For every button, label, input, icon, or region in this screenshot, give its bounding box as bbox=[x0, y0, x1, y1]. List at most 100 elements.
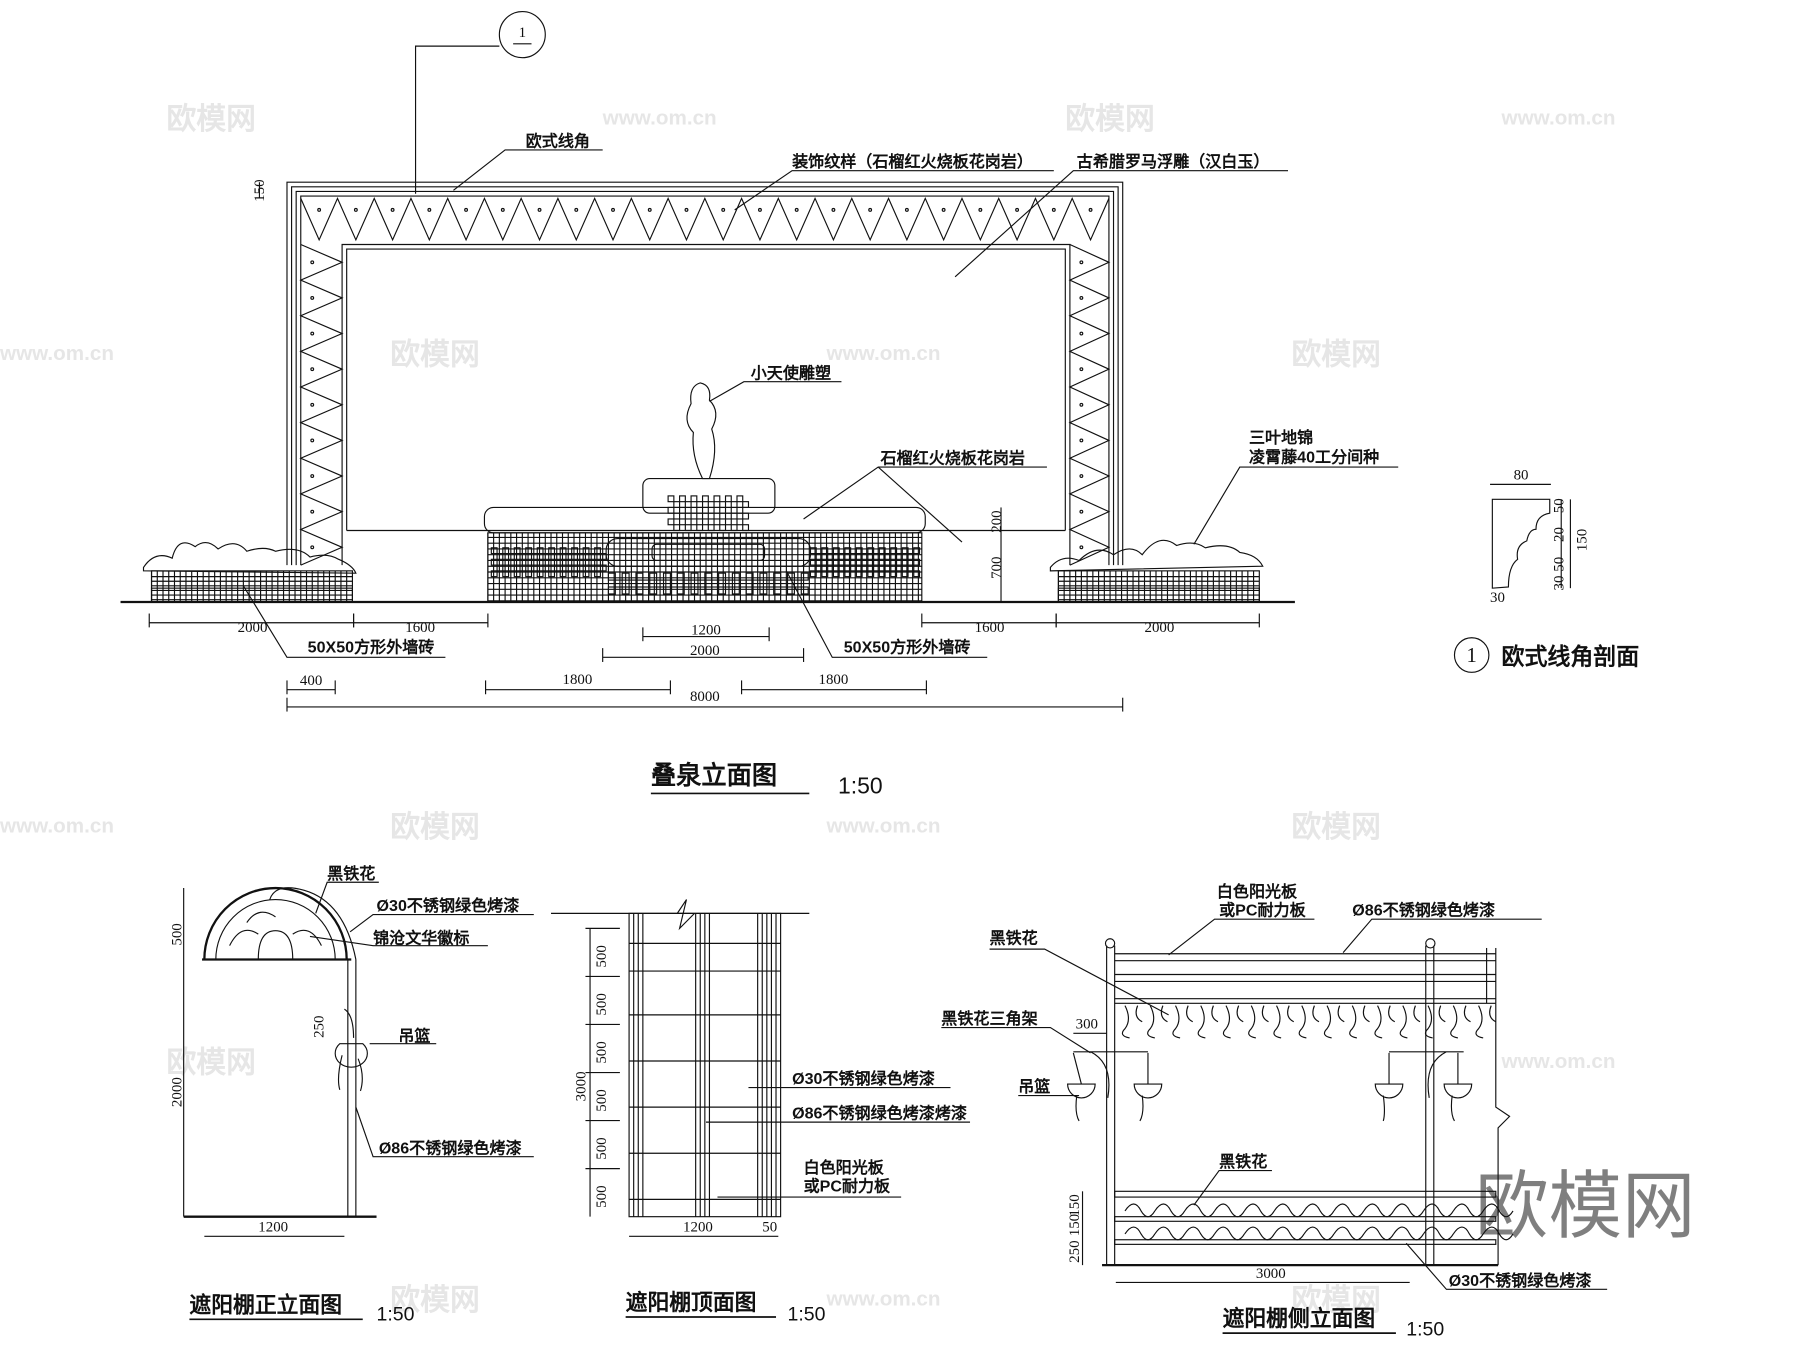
mosaic-tile bbox=[907, 564, 915, 572]
zigzag-ornament bbox=[1068, 243, 1111, 566]
mosaic-tile bbox=[844, 558, 852, 566]
canopy-side-elevation: 150 150 250 3000 300 白色阳光板 或PC耐力板 Ø86不锈钢… bbox=[941, 882, 1608, 1340]
mosaic-tile bbox=[490, 547, 498, 555]
rail-scroll bbox=[1303, 1203, 1335, 1241]
ornament-dot bbox=[941, 207, 946, 212]
mosaic-tile bbox=[684, 501, 692, 509]
ornament-dot bbox=[1051, 207, 1056, 212]
mosaic-tile bbox=[809, 558, 817, 566]
ornament-dot bbox=[684, 207, 689, 212]
watermark: 欧模网 bbox=[166, 1046, 256, 1079]
rail-scroll bbox=[1184, 1203, 1216, 1241]
iron-scroll bbox=[1222, 1005, 1244, 1039]
mosaic-tile bbox=[878, 547, 886, 555]
mosaic-tile bbox=[673, 501, 681, 509]
mosaic-tile bbox=[502, 558, 510, 566]
label-iron-2: 黑铁花 bbox=[1219, 1152, 1267, 1171]
watermark: 欧模网 bbox=[390, 811, 480, 844]
mosaic-tile bbox=[704, 586, 713, 595]
mosaic-tile bbox=[576, 552, 584, 560]
dim-80: 80 bbox=[1514, 468, 1529, 484]
mosaic-tile bbox=[588, 564, 596, 572]
dim-500: 500 bbox=[594, 1089, 610, 1111]
dim-1200: 1200 bbox=[258, 1220, 288, 1236]
planter-left bbox=[142, 542, 357, 603]
mosaic-tile bbox=[673, 524, 681, 532]
label-cherub: 小天使雕塑 bbox=[751, 363, 831, 382]
label-tile-right: 50X50方形外墙砖 bbox=[844, 638, 971, 657]
label-pipe86: Ø86不锈钢绿色烤漆烤漆 bbox=[792, 1104, 967, 1123]
ornament-dot bbox=[611, 207, 615, 212]
mosaic-tile bbox=[559, 558, 567, 566]
label-pipe86: Ø86不锈钢绿色烤漆 bbox=[379, 1138, 522, 1157]
dim-500: 500 bbox=[594, 993, 610, 1015]
mosaic-tile bbox=[559, 570, 567, 578]
dim-left-2000: 2000 bbox=[238, 620, 268, 636]
front-scale: 1:50 bbox=[377, 1303, 415, 1325]
mosaic-tile bbox=[855, 547, 863, 555]
mosaic-tile bbox=[890, 558, 898, 566]
canopy-front-elevation: 500 2000 250 1200 黑铁花 Ø30不锈钢绿色烤漆 锦沧文华徽标 … bbox=[169, 864, 534, 1325]
watermark: 欧模网 bbox=[390, 1284, 480, 1317]
mosaic-tile bbox=[890, 570, 898, 578]
label-bracket: 黑铁花三角架 bbox=[941, 1009, 1037, 1028]
mosaic-tile bbox=[588, 552, 596, 560]
mosaic-tile bbox=[565, 564, 573, 572]
rail-scroll bbox=[1393, 1203, 1424, 1241]
iron-fringe bbox=[1121, 1005, 1497, 1039]
mosaic-tile bbox=[582, 570, 590, 578]
mosaic-tile bbox=[745, 572, 754, 581]
ornament-dot bbox=[794, 207, 799, 212]
mosaic-tile bbox=[701, 506, 709, 514]
rail-scroll bbox=[1273, 1203, 1305, 1241]
dim-500: 500 bbox=[594, 1137, 610, 1159]
mosaic-tile bbox=[676, 572, 685, 581]
label-tile-left: 50X50方形外墙砖 bbox=[308, 638, 435, 657]
mosaic-tile bbox=[704, 572, 713, 581]
mosaic-tile bbox=[667, 506, 675, 514]
mosaic-tile bbox=[490, 558, 498, 566]
mosaic-tile bbox=[513, 558, 521, 566]
mosaic-tile bbox=[565, 552, 573, 560]
mosaic-tile bbox=[519, 552, 527, 560]
label-basket: 吊篮 bbox=[1018, 1077, 1050, 1096]
mosaic-tile bbox=[649, 586, 658, 595]
mosaic-tile bbox=[867, 547, 875, 555]
mosaic-tile bbox=[766, 579, 775, 588]
mosaic-tile bbox=[697, 579, 706, 588]
mosaic-tile bbox=[913, 570, 921, 578]
ornament-dot bbox=[1079, 438, 1084, 443]
iron-scroll bbox=[1298, 1005, 1320, 1039]
mosaic-tile bbox=[719, 524, 727, 532]
hanging-basket bbox=[334, 1008, 368, 1092]
mosaic-tile bbox=[684, 524, 692, 532]
watermark: 欧模网 bbox=[1065, 103, 1155, 136]
mosaic-tile bbox=[701, 518, 709, 526]
mosaic-tile bbox=[621, 572, 630, 581]
dim-700: 700 bbox=[989, 556, 1005, 578]
top-scale: 1:50 bbox=[788, 1303, 826, 1325]
mosaic-tile bbox=[548, 547, 556, 555]
mosaic-tile bbox=[607, 586, 616, 595]
mosaic-tile bbox=[773, 586, 782, 595]
mosaic-tile bbox=[719, 512, 727, 520]
dim-300: 300 bbox=[1076, 1017, 1098, 1033]
mosaic-tile bbox=[867, 570, 875, 578]
label-plant-2: 凌霄藤40工分间种 bbox=[1249, 447, 1379, 466]
mosaic-tile bbox=[667, 518, 675, 526]
ornament-dot bbox=[427, 207, 432, 212]
mosaic-tile bbox=[878, 558, 886, 566]
mosaic-tile bbox=[867, 558, 875, 566]
ornament-dot bbox=[1079, 509, 1084, 514]
iron-scroll bbox=[1323, 1005, 1345, 1039]
ornament-dot bbox=[721, 207, 726, 212]
frame bbox=[286, 181, 1124, 566]
mosaic-tile bbox=[679, 518, 686, 526]
iron-scroll bbox=[1197, 1005, 1219, 1039]
mosaic-tile bbox=[507, 552, 515, 560]
dim-center-1200: 1200 bbox=[691, 622, 721, 638]
mosaic-tile bbox=[742, 512, 750, 520]
mosaic-tile bbox=[724, 518, 732, 526]
mosaic-tile bbox=[884, 564, 892, 572]
